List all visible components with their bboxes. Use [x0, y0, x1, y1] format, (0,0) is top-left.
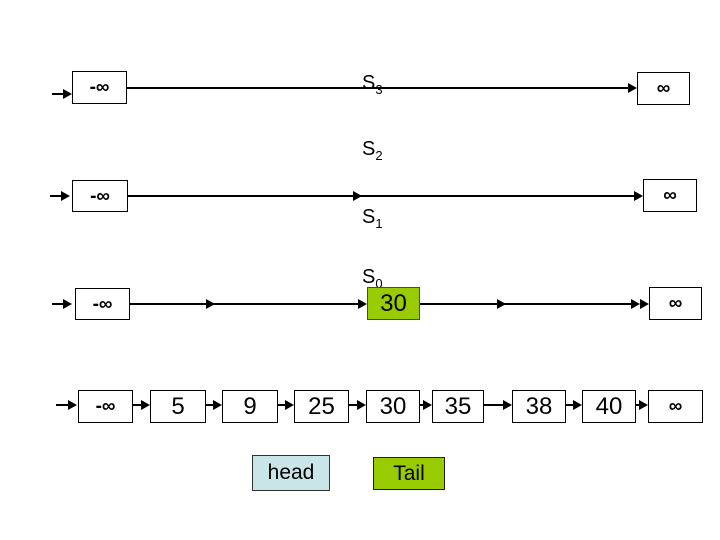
s1-level-sub: 1 [375, 216, 383, 231]
list-arrowhead-2-icon [213, 400, 222, 410]
s3-level-label: S3 [362, 72, 383, 97]
list-arrowhead-5-icon [423, 400, 432, 410]
s0-link-line-right [420, 303, 634, 305]
list-arrowhead-4-icon [357, 400, 366, 410]
list-arrow-line-8 [636, 404, 640, 406]
s0-neg-inf-node: -∞ [75, 288, 130, 320]
list-node-25: 25 [294, 390, 349, 423]
s1-level-base: S [362, 206, 376, 228]
list-node-neg-inf: -∞ [78, 390, 133, 423]
list-arrow-line-1 [133, 404, 142, 406]
list-node-38: 38 [512, 390, 566, 423]
list-node-5: 5 [150, 390, 206, 423]
s0-mid-arrowhead-left-icon [206, 299, 215, 309]
s1-pos-inf-node: ∞ [643, 179, 697, 212]
s1-neg-inf-node: -∞ [72, 180, 128, 212]
s0-pos-inf-node: ∞ [649, 287, 702, 320]
list-arrow-line-6 [484, 404, 504, 406]
s0-double-arrowhead-1-icon [631, 299, 640, 309]
list-arrowhead-6-icon [503, 400, 512, 410]
s0-double-arrowhead-2-icon [640, 299, 649, 309]
s0-highlight-node-30: 30 [367, 287, 420, 320]
list-arrowhead-3-icon [285, 400, 294, 410]
s3-pos-inf-node: ∞ [637, 72, 690, 105]
list-arrow-line-5 [420, 404, 424, 406]
s0-level-sub: 0 [375, 276, 383, 291]
list-arrowhead-7-icon [573, 400, 582, 410]
s1-entry-arrowhead-icon [61, 191, 70, 201]
list-node-pos-inf: ∞ [648, 390, 703, 423]
tail-legend-box: Tail [373, 457, 445, 490]
list-node-40: 40 [582, 390, 636, 423]
s1-link-line [128, 195, 635, 197]
list-node-9: 9 [222, 390, 278, 423]
s1-mid-arrowhead-icon [353, 191, 362, 201]
s3-entry-arrowhead-icon [63, 89, 72, 99]
list-arrowhead-1-icon [141, 400, 150, 410]
s1-level-label: S1 [362, 206, 383, 231]
s0-entry-arrowhead-icon [63, 299, 72, 309]
s3-level-sub: 3 [375, 82, 383, 97]
list-arrow-line-7 [566, 404, 574, 406]
s0-level-label: S0 [362, 266, 383, 291]
s3-link-line [127, 87, 630, 89]
list-arrow-line-3 [278, 404, 286, 406]
s1-end-arrowhead-icon [634, 191, 643, 201]
list-arrowhead-8-icon [639, 400, 648, 410]
list-node-35: 35 [432, 390, 484, 423]
list-arrow-line-2 [206, 404, 214, 406]
s1-entry-arrow-line [50, 195, 63, 197]
list-node-30: 30 [366, 390, 420, 423]
s0-mid-arrowhead-right-icon [497, 299, 506, 309]
list-entry-arrowhead-icon [68, 400, 77, 410]
s0-level-base: S [362, 266, 376, 288]
list-entry-arrow-line [56, 404, 68, 406]
s3-neg-inf-node: -∞ [72, 71, 127, 104]
s0-link-line-left [130, 303, 360, 305]
s3-level-base: S [362, 72, 376, 94]
s0-into-highlight-arrowhead-icon [358, 299, 367, 309]
s3-arrowhead-icon [628, 83, 637, 93]
s2-level-label: S2 [362, 138, 383, 163]
s3-entry-arrow-line [52, 93, 65, 95]
s2-level-sub: 2 [375, 148, 383, 163]
head-legend-box: head [252, 455, 330, 491]
list-arrow-line-4 [349, 404, 358, 406]
s2-level-base: S [362, 138, 376, 160]
s0-entry-arrow-line [52, 303, 65, 305]
